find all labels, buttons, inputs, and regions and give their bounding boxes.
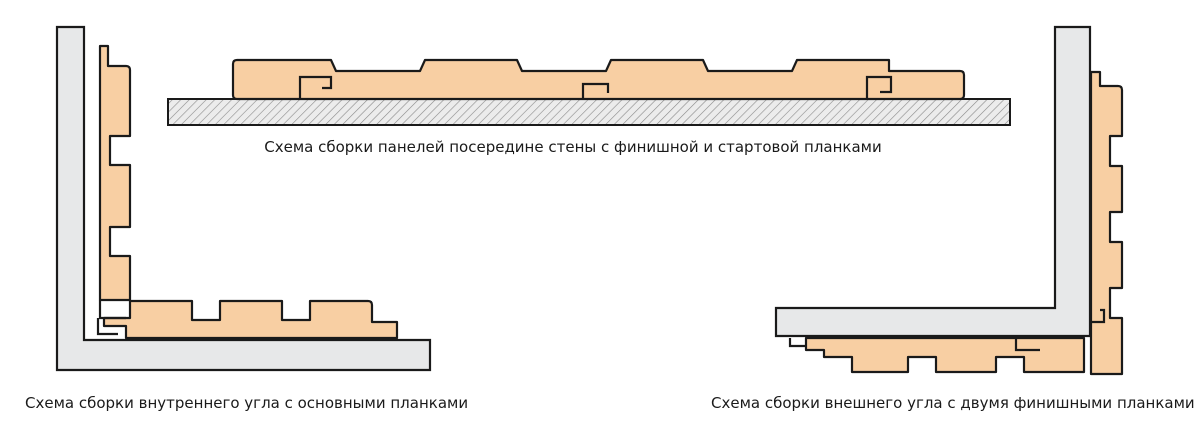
outer-horizontal-seam — [788, 338, 806, 348]
outer-horizontal-panel — [804, 336, 1086, 374]
inner-corner-wall — [55, 25, 432, 372]
middle-wall-scheme — [167, 58, 1011, 126]
caption-middle-wall: Схема сборки панелей посередине стены с … — [264, 138, 882, 156]
inner-corner-seam-2 — [96, 318, 118, 336]
wall-base-hatched — [167, 98, 1011, 126]
inner-horizontal-panel — [102, 299, 399, 340]
inner-vertical-panel — [98, 44, 132, 302]
middle-joint-seam — [581, 82, 610, 99]
outer-corner-joint-seam — [1014, 338, 1040, 352]
caption-inner-corner: Схема сборки внутреннего угла с основным… — [25, 394, 469, 412]
middle-panel-strip — [231, 58, 966, 101]
outer-vertical-panel — [1089, 70, 1124, 376]
middle-finish-strip-seam — [865, 75, 893, 99]
outer-vertical-finish-seam — [1091, 308, 1106, 324]
outer-corner-wall — [774, 25, 1092, 338]
outer-corner-scheme — [774, 25, 1124, 376]
middle-start-strip-seam — [298, 75, 333, 99]
inner-corner-scheme — [55, 25, 432, 372]
inner-corner-seam — [98, 300, 126, 320]
caption-outer-corner: Схема сборки внешнего угла с двумя финиш… — [711, 394, 1195, 412]
